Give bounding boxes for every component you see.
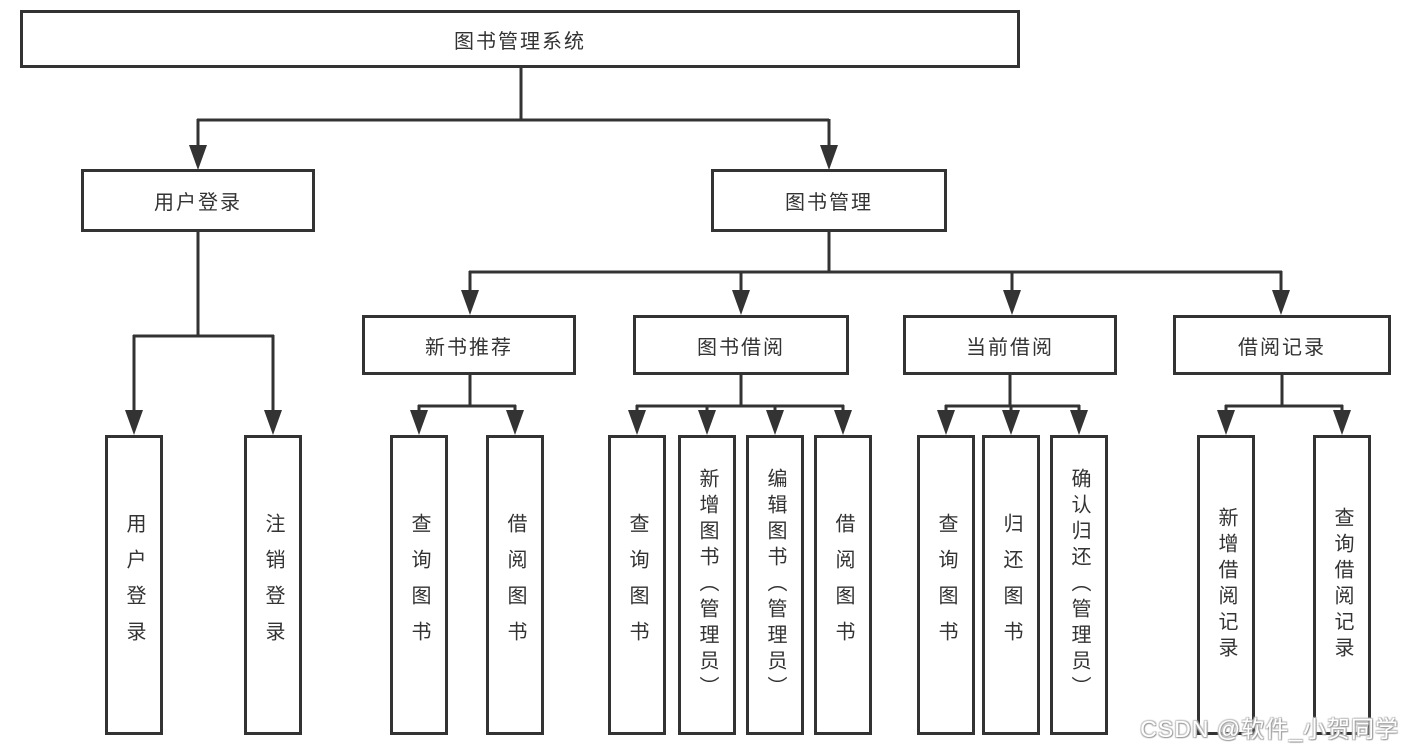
leaf-label: 查询图书 — [935, 513, 957, 657]
leaf-label: 查询图书 — [626, 513, 648, 657]
node-label: 图书借阅 — [697, 336, 785, 359]
node-user-login: 用户登录 — [81, 169, 315, 232]
leaf-label: 用户登录 — [123, 513, 145, 657]
leaf-user-login: 用户登录 — [105, 435, 163, 735]
arrow-down-icon — [1217, 410, 1235, 435]
leaf-label: 新增借阅记录 — [1215, 507, 1237, 663]
leaf-borrow-books-borrowing: 借阅图书 — [814, 435, 872, 735]
arrow-down-icon — [937, 410, 955, 435]
arrow-down-icon — [125, 410, 143, 435]
node-label: 图书管理 — [785, 192, 873, 214]
node-label: 当前借阅 — [966, 336, 1054, 359]
arrow-down-icon — [1002, 410, 1020, 435]
arrow-down-icon — [766, 410, 784, 435]
leaf-label: 归还图书 — [1000, 513, 1022, 657]
arrow-down-icon — [834, 410, 852, 435]
leaf-query-books-recommend: 查询图书 — [390, 435, 448, 735]
leaf-query-borrow-record: 查询借阅记录 — [1313, 435, 1371, 735]
arrow-down-icon — [1272, 290, 1290, 315]
leaf-label: 查询图书 — [408, 513, 430, 657]
arrow-down-icon — [1003, 290, 1021, 315]
arrow-down-icon — [1070, 410, 1088, 435]
arrow-down-icon — [410, 410, 428, 435]
leaf-return-books: 归还图书 — [982, 435, 1040, 735]
node-book-management: 图书管理 — [711, 169, 947, 232]
arrow-down-icon — [732, 290, 750, 315]
node-label: 借阅记录 — [1238, 336, 1326, 359]
node-borrowing-records: 借阅记录 — [1173, 315, 1391, 375]
leaf-add-book-admin: 新增图书（管理员） — [678, 435, 736, 735]
leaf-add-borrow-record: 新增借阅记录 — [1197, 435, 1255, 735]
leaf-query-books-borrowing: 查询图书 — [608, 435, 666, 735]
node-library-management-system: 图书管理系统 — [20, 10, 1020, 68]
leaf-borrow-books-recommend: 借阅图书 — [486, 435, 544, 735]
node-current-borrowing: 当前借阅 — [903, 315, 1117, 375]
leaf-logout: 注销登录 — [244, 435, 302, 735]
csdn-watermark: CSDN @软件_小贺同学 — [1140, 716, 1399, 742]
node-book-borrowing: 图书借阅 — [633, 315, 849, 375]
leaf-label: 新增图书（管理员） — [696, 468, 718, 702]
node-label: 图书管理系统 — [454, 30, 586, 53]
arrow-down-icon — [461, 290, 479, 315]
arrow-down-icon — [506, 410, 524, 435]
arrow-down-icon — [698, 410, 716, 435]
arrow-down-icon — [264, 410, 282, 435]
arrow-down-icon — [1333, 410, 1351, 435]
leaf-label: 借阅图书 — [832, 513, 854, 657]
arrow-down-icon — [189, 145, 207, 170]
leaf-label: 借阅图书 — [504, 513, 526, 657]
leaf-label: 查询借阅记录 — [1331, 507, 1353, 663]
node-new-book-recommendation: 新书推荐 — [362, 315, 576, 375]
node-label: 新书推荐 — [425, 336, 513, 359]
leaf-query-books-current: 查询图书 — [917, 435, 975, 735]
leaf-label: 注销登录 — [262, 513, 284, 657]
arrow-down-icon — [820, 145, 838, 170]
leaf-label: 编辑图书（管理员） — [764, 468, 786, 702]
arrow-down-icon — [628, 410, 646, 435]
leaf-edit-book-admin: 编辑图书（管理员） — [746, 435, 804, 735]
node-label: 用户登录 — [154, 192, 242, 214]
leaf-confirm-return-admin: 确认归还（管理员） — [1050, 435, 1108, 735]
leaf-label: 确认归还（管理员） — [1068, 468, 1090, 702]
